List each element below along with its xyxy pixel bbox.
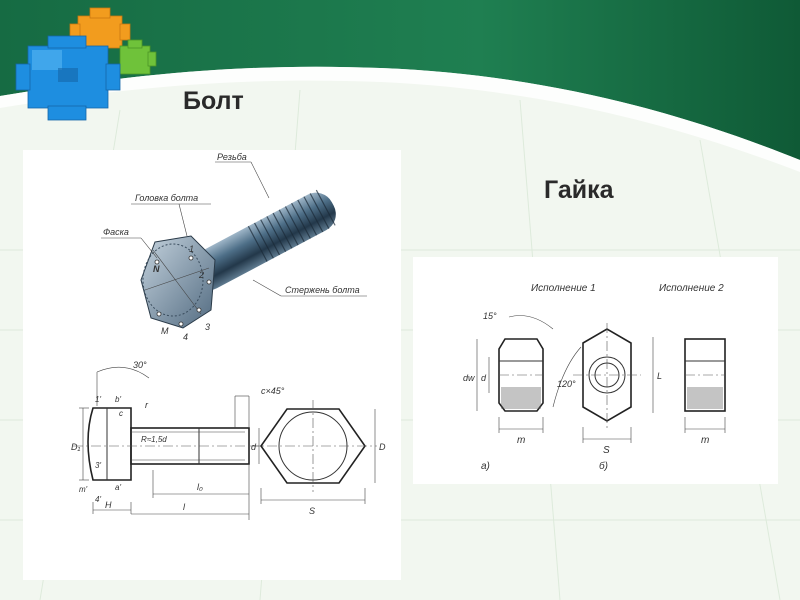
d-label: d [251, 442, 257, 452]
nut-d-label: d [481, 373, 487, 383]
dw-label: dw [463, 373, 475, 383]
chamfer-dim-label: c×45° [261, 386, 285, 396]
nut-hex-view [552, 323, 654, 443]
b3-label: 3' [95, 461, 101, 470]
thread-callout: Резьба [217, 152, 247, 162]
head-callout: Головка болта [135, 193, 198, 203]
s-label: S [309, 506, 315, 516]
shank-callout: Стержень болта [285, 285, 360, 295]
bolt-title: Болт [183, 87, 244, 115]
a1-label: a' [115, 483, 121, 492]
nut-drawing: Исполнение 1 Исполнение 2 [463, 283, 726, 472]
sub-b-label: б) [599, 460, 608, 472]
c-label: c [119, 409, 123, 418]
m1-label: m' [79, 485, 88, 494]
r-label: r [145, 400, 149, 410]
four-label: 4' [95, 495, 101, 504]
bolt-hex-view [249, 400, 377, 504]
big-d-label: D [379, 442, 386, 452]
point-4: 4 [183, 332, 188, 342]
radius-label: R≈1,5d [141, 435, 167, 444]
nut-l-label: L [657, 371, 662, 381]
nut-figure-panel: Исполнение 1 Исполнение 2 [413, 257, 778, 484]
chamfer-callout: Фаска [103, 227, 129, 237]
bolt-3d-illustration [140, 189, 336, 329]
point-1: 1 [189, 244, 194, 254]
bolt-side-view [73, 366, 263, 520]
angle-label: 30° [133, 360, 147, 370]
l-label: l [183, 502, 186, 512]
variant1-label: Исполнение 1 [531, 283, 596, 294]
bolt-drawing: Резьба Головка болта Фаска Стержень болт… [71, 152, 386, 520]
point-2: 2 [198, 270, 204, 280]
angle15-label: 15° [483, 311, 497, 321]
point-3: 3 [205, 322, 210, 332]
m-left-label: m [517, 435, 525, 446]
l0-label: l₀ [197, 482, 203, 492]
sub-a-label: а) [481, 461, 490, 472]
variant2-label: Исполнение 2 [659, 283, 724, 294]
nut-side-view-1 [476, 315, 554, 433]
b2-label: b' [115, 395, 121, 404]
d1-label: D₁ [71, 442, 80, 452]
bolt-figure-panel: Резьба Головка болта Фаска Стержень болт… [23, 150, 401, 580]
h-label: H [105, 500, 112, 510]
angle120-label: 120° [557, 379, 576, 389]
point-n: N [153, 264, 160, 274]
nut-s-label: S [603, 445, 610, 456]
m-right-label: m [701, 435, 709, 446]
nut-side-view-2 [684, 338, 726, 433]
nut-title: Гайка [544, 176, 614, 204]
point-m: M [161, 326, 169, 336]
puzzle-cubes-icon [15, 7, 157, 121]
b1-label: 1' [95, 395, 101, 404]
